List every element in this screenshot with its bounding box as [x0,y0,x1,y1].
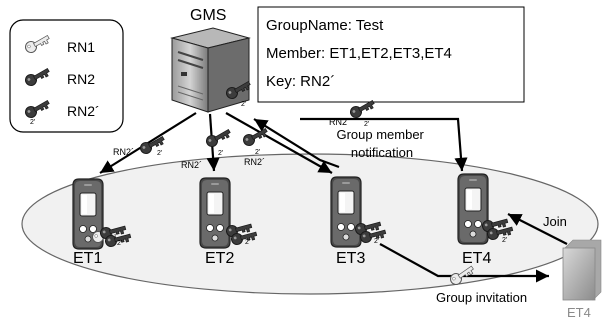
legend-label-rn2: RN2 [67,71,95,87]
server-key-prime: 2' [241,101,246,108]
group-key-text: Key: RN2´ [266,73,335,90]
arrow-key-prime-4: 2' [364,121,369,128]
et4-key-prime: 2' [502,237,507,244]
arrow-key-prime-1: 2' [157,150,162,157]
terminal-et2: 2' ET2 [199,177,259,267]
arrow-key-label-2: RN2´ [181,160,202,170]
terminal-et4: 2' ET4 [457,173,515,267]
et2-key-prime: 2' [245,239,250,246]
arrow-key-prime-3: 2' [255,149,260,156]
arrow-gms-et4 [300,117,468,172]
join-label: Join [543,214,567,229]
join-arrow: Join [507,213,568,245]
et1-label: ET1 [73,250,102,267]
legend-prime-mark: 2' [30,119,35,126]
gms-label: GMS [190,7,226,24]
device-icon [457,173,489,245]
group-invitation-label: Group invitation [436,290,527,305]
et4-label: ET4 [462,250,491,267]
arrow-key-label-4: RN2´ [329,117,350,127]
legend-box [9,19,124,133]
et3-key-prime: 2' [374,238,379,245]
legend-label-rn1: RN1 [67,39,95,55]
group-ellipse [21,153,599,295]
notification-line-1: Group member [336,127,424,142]
legend: RN1 RN2 2' RN2´ [9,19,124,133]
group-info-box: GroupName: Test Member: ET1,ET2,ET3,ET4 … [257,6,525,103]
device-icon [199,177,231,249]
notification-line-2: notification [351,145,413,160]
et3-label: ET3 [336,250,365,267]
et2-label: ET2 [205,250,234,267]
arrow-key-icon-2 [203,125,233,150]
group-info-rect [257,6,525,103]
new-et4-label: ET4 [567,305,591,320]
group-name-text: GroupName: Test [266,17,384,34]
invitation-arrow-path [379,243,549,283]
group-member-notification-label: Group member notification [336,127,427,160]
terminal-et1: 2' ET1 [72,178,133,267]
new-et4-box: ET4 [562,239,602,320]
arrow-key-label-1: RN2´ [113,147,134,157]
et1-key-prime: 2' [117,240,122,247]
group-invitation-arrow: Group invitation [379,243,549,305]
device-icon [330,176,362,248]
arrow-et3-gms [253,118,340,169]
arrow-key-label-3: RN2´ [244,157,265,167]
legend-label-rn2-prime: RN2´ [67,103,100,119]
new-et4-cube [562,247,596,301]
group-members-text: Member: ET1,ET2,ET3,ET4 [266,45,452,62]
terminal-et3: 2' ET3 [330,176,388,267]
arrow-gms-et3 [225,112,333,174]
arrow-key-prime-2: 2' [218,150,223,157]
gms-server: GMS 2' [170,7,253,113]
join-arrow-path [507,213,568,245]
